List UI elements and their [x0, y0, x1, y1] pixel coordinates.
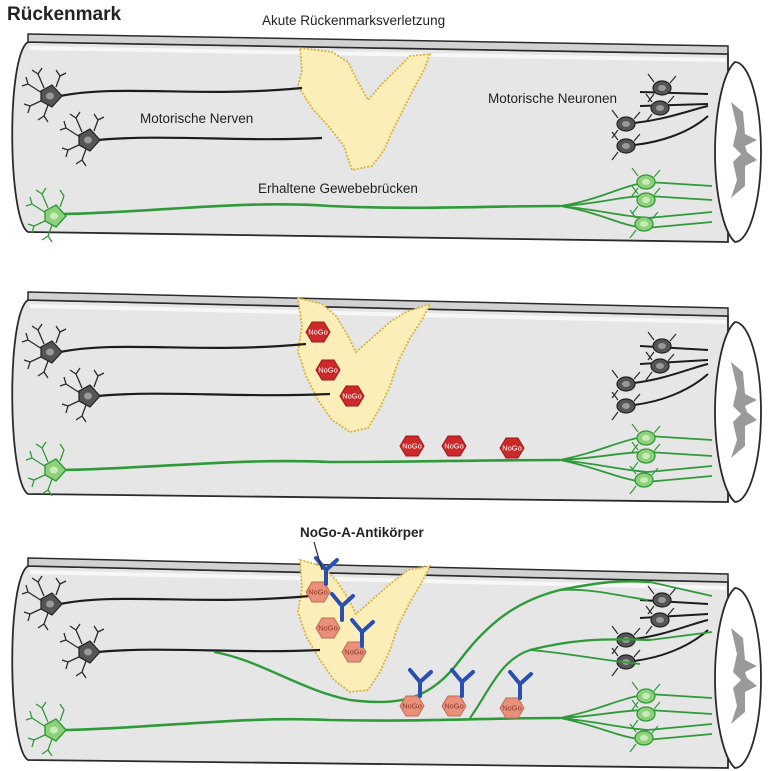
nogo-protein-bound: NoGo: [341, 641, 367, 663]
motor-nerve-1: [59, 86, 303, 98]
nogo-protein: NoGo: [315, 359, 341, 381]
antibody-pointer: [313, 541, 323, 571]
nogo-protein: NoGo: [339, 385, 365, 407]
svg-text:NoGo: NoGo: [308, 328, 328, 337]
svg-text:NoGo: NoGo: [318, 366, 338, 375]
nogo-protein-bound: NoGo: [305, 581, 331, 603]
motor-nerve-2: [97, 392, 331, 398]
label-injury: Akute Rückenmarksverletzung: [262, 13, 445, 28]
svg-text:NoGo: NoGo: [318, 624, 338, 633]
label-tissue-bridges: Erhaltene Gewebebrücken: [258, 181, 418, 196]
lesion-acute: [297, 46, 432, 172]
svg-text:NoGo: NoGo: [444, 442, 464, 451]
motor-nerve-2: [97, 136, 323, 142]
nogo-protein-bound: NoGo: [315, 617, 341, 639]
svg-text:NoGo: NoGo: [342, 392, 362, 401]
nogo-protein: NoGo: [499, 437, 525, 459]
svg-text:NoGo: NoGo: [444, 702, 464, 711]
motor-nerve-2: [97, 648, 321, 654]
svg-text:NoGo: NoGo: [502, 704, 522, 713]
nogo-protein: NoGo: [305, 321, 331, 343]
panel-nogo-release: NoGo NoGo NoGo NoGo NoGo NoGo: [11, 291, 762, 503]
nogo-protein-bound: NoGo: [399, 695, 425, 717]
motor-nerve-1: [59, 594, 311, 606]
nogo-protein: NoGo: [441, 435, 467, 457]
panel-antibody-treatment: NoGo NoGo NoGo NoGo NoGo NoGo NoGo-A-Ant…: [11, 525, 762, 769]
nogo-protein: NoGo: [399, 435, 425, 457]
svg-text:NoGo: NoGo: [344, 648, 364, 657]
svg-text:NoGo: NoGo: [402, 702, 422, 711]
regenerating-axon: [213, 580, 651, 704]
svg-text:NoGo: NoGo: [308, 588, 328, 597]
lesion-nogo: [296, 296, 432, 433]
panel-acute-injury: Akute Rückenmarksverletzung Motorische N…: [11, 13, 762, 243]
svg-text:NoGo: NoGo: [402, 442, 422, 451]
nogo-protein-bound: NoGo: [499, 697, 525, 719]
green-axon: [63, 458, 561, 472]
label-motor-neurons: Motorische Neuronen: [488, 91, 617, 106]
figure-title: Rückenmark: [7, 4, 121, 25]
green-axon: [63, 716, 561, 732]
label-antibody: NoGo-A-Antikörper: [300, 525, 424, 540]
nogo-protein-bound: NoGo: [441, 695, 467, 717]
label-motor-nerves: Motorische Nerven: [140, 111, 253, 126]
motor-nerve-1: [59, 342, 307, 354]
svg-text:NoGo: NoGo: [502, 444, 522, 453]
green-axon: [63, 203, 561, 216]
